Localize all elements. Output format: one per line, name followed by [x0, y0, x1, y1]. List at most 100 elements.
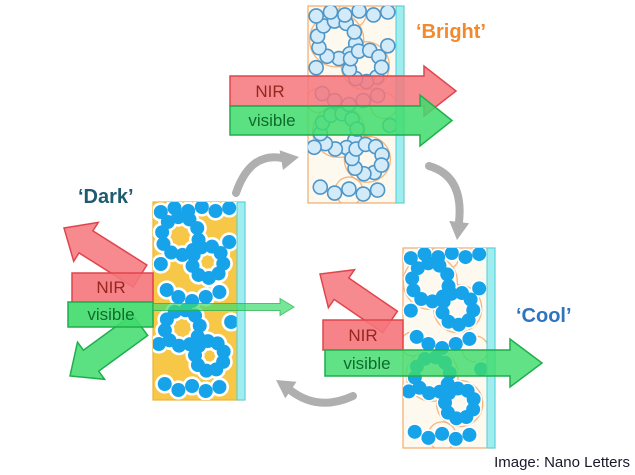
- dark-nir-label: NIR: [96, 278, 125, 297]
- nanoparticle: [192, 318, 207, 333]
- nanoparticle: [312, 179, 329, 195]
- panel-dark: [152, 201, 246, 401]
- dark-state-label: ‘Dark’: [78, 186, 134, 208]
- nanoparticle: [365, 7, 382, 23]
- nanoparticle: [216, 256, 231, 271]
- nanoparticle: [153, 257, 168, 271]
- nanoparticle: [171, 383, 186, 397]
- nanoparticle: [326, 185, 343, 201]
- bright-rays: NIR visible: [229, 64, 458, 148]
- cycle-arrow-cool-to-dark: [286, 386, 357, 407]
- nanoparticle: [472, 281, 487, 296]
- nanoparticle: [462, 427, 477, 442]
- nanoparticle: [157, 323, 172, 338]
- nanoparticle: [380, 6, 396, 20]
- nanoparticle: [222, 202, 237, 215]
- nanoparticle: [440, 267, 455, 282]
- nanoparticle: [222, 235, 237, 249]
- nanoparticle: [155, 225, 170, 240]
- cool-state-label: ‘Cool’: [516, 305, 572, 327]
- nanoparticle: [198, 384, 213, 398]
- cycle-arrow-bright-to-cool: [425, 162, 464, 226]
- nanoparticle: [308, 139, 322, 156]
- nanoparticle: [212, 285, 227, 299]
- nanoparticle: [448, 336, 463, 351]
- nanoparticle: [403, 251, 418, 266]
- nanoparticle: [194, 240, 209, 255]
- bright-visible-label: visible: [248, 111, 295, 130]
- nanoparticle: [216, 354, 231, 369]
- cycle-arrowhead-bright-to-cool-icon: [449, 220, 470, 240]
- cycle-arrow-dark-to-bright: [232, 153, 286, 197]
- dark-rays: NIR visible: [63, 221, 295, 381]
- cycle-arrowhead-dark-to-bright-icon: [279, 150, 299, 170]
- nanoparticle: [153, 337, 166, 351]
- nanoparticle: [346, 24, 363, 40]
- nanoparticle: [425, 294, 440, 309]
- bright-visible-arrow-icon: [229, 93, 454, 148]
- nanoparticle: [421, 430, 436, 445]
- nanoparticle: [458, 250, 473, 265]
- nanoparticle: [448, 431, 463, 446]
- nanoparticle: [403, 384, 416, 399]
- nanoparticle: [160, 215, 175, 230]
- nanoparticle: [171, 290, 186, 304]
- nanoparticle: [337, 7, 353, 23]
- nanoparticle: [409, 329, 424, 344]
- nanoparticle: [167, 202, 182, 215]
- cool-nir-ray-body: [322, 319, 404, 351]
- nanoparticle: [194, 202, 209, 214]
- nanoparticle: [213, 246, 228, 261]
- nanoparticle: [417, 248, 432, 262]
- nanoparticle: [157, 377, 172, 391]
- nanoparticle: [369, 182, 386, 198]
- nanoparticle: [355, 186, 372, 202]
- nanoparticle: [153, 205, 168, 219]
- nanoparticle: [421, 336, 436, 351]
- nanoparticle: [444, 248, 459, 261]
- nanoparticle: [380, 37, 396, 54]
- cool-visible-arrow-icon: [324, 337, 544, 389]
- glass-substrate-strip: [236, 201, 246, 401]
- nanoparticle: [224, 315, 237, 329]
- nanoparticle: [185, 379, 200, 393]
- nanoparticle: [190, 221, 205, 236]
- nanoparticle: [308, 59, 324, 76]
- nanoparticle: [373, 157, 390, 173]
- panel-cool: [402, 247, 496, 449]
- nanoparticle: [156, 236, 171, 251]
- cycle-arrows: [232, 150, 470, 407]
- cool-visible-label: visible: [343, 354, 390, 373]
- nanoparticle: [410, 261, 425, 276]
- nanoparticle: [444, 286, 459, 301]
- cool-rays: NIR visible: [319, 268, 544, 389]
- nanoparticle: [407, 424, 422, 439]
- nanoparticle: [208, 204, 223, 218]
- nanoparticle: [466, 303, 481, 318]
- nanoparticle: [373, 59, 390, 76]
- nanoparticle: [466, 392, 481, 407]
- nanoparticle: [431, 250, 446, 265]
- dark-visible-ray-body: [67, 301, 154, 328]
- bright-state-label: ‘Bright’: [416, 21, 486, 43]
- cool-nir-label: NIR: [348, 326, 377, 345]
- nanoparticle: [341, 181, 357, 197]
- nanoparticle: [463, 292, 478, 307]
- nanoparticle: [216, 344, 231, 359]
- nanoparticle: [403, 303, 418, 318]
- nanoparticle: [462, 331, 477, 346]
- nanoparticle: [406, 283, 421, 298]
- nanoparticle: [322, 6, 339, 20]
- nanoparticle: [175, 247, 190, 262]
- nanoparticle: [351, 6, 367, 19]
- nanoparticle: [405, 271, 420, 286]
- particle-layer-dark: [153, 202, 237, 400]
- nanoparticle: [212, 380, 227, 394]
- dark-visible-reflected-arrow-icon: [69, 313, 149, 381]
- nanoparticle: [435, 426, 450, 441]
- dark-visible-label: visible: [87, 305, 134, 324]
- nanoparticle: [472, 248, 487, 262]
- nanoparticle: [466, 402, 481, 417]
- nanoparticle: [185, 258, 200, 273]
